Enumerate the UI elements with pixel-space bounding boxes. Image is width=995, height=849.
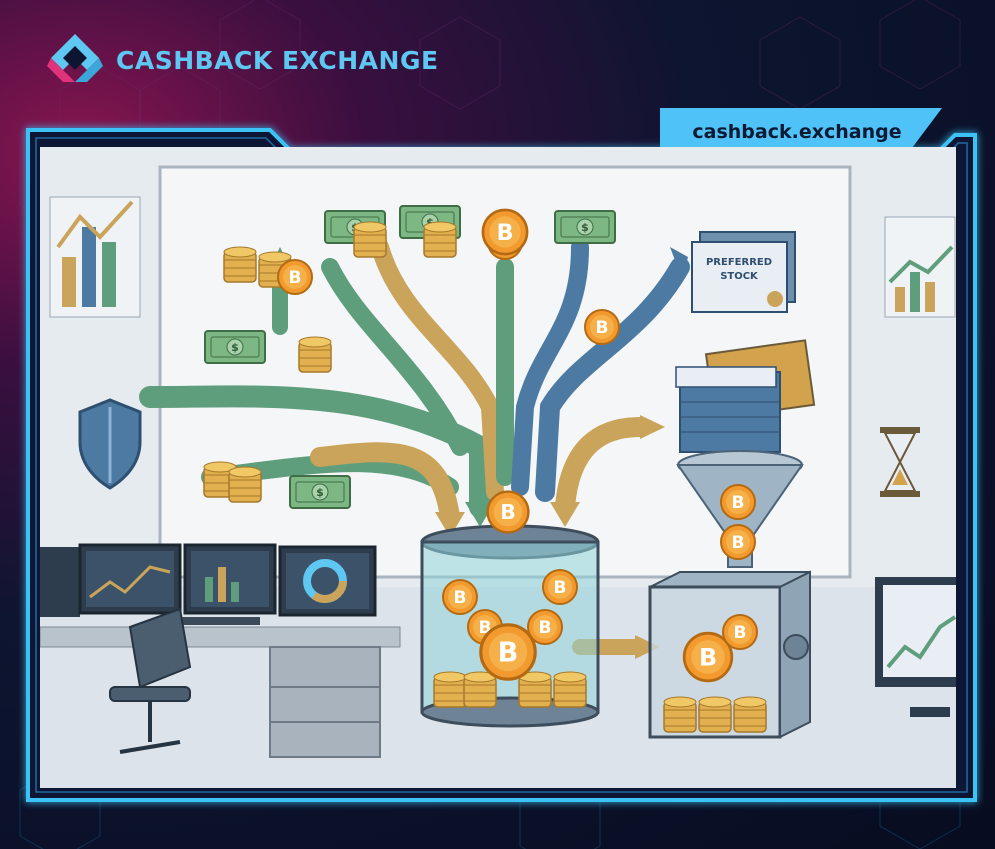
glass-safe [648,570,811,739]
funnel [676,450,804,568]
shield-icon [78,398,142,490]
domain-label: cashback.exchange [692,121,902,143]
certificate-line-1: PREFERRED [706,257,772,268]
certificate-line-2: STOCK [720,271,759,282]
diamond-logo-icon [47,34,103,82]
brand-name: CASHBACK EXCHANGE [116,45,439,75]
office-chair [109,607,192,754]
finance-flow-illustration: B $ [40,147,956,788]
hourglass-icon [880,427,920,497]
line-chart-icon [884,216,956,318]
preferred-stock-certificates: PREFERRED STOCK [675,231,816,453]
domain-tag-bg [660,108,942,148]
illustration: B $ [40,147,956,788]
brand-header: CASHBACK EXCHANGE [44,30,439,88]
coin-jar [420,208,600,728]
flow-arrows [139,238,690,655]
bar-chart-icon [49,196,141,318]
right-monitor [875,577,956,717]
trading-desk [40,543,401,758]
